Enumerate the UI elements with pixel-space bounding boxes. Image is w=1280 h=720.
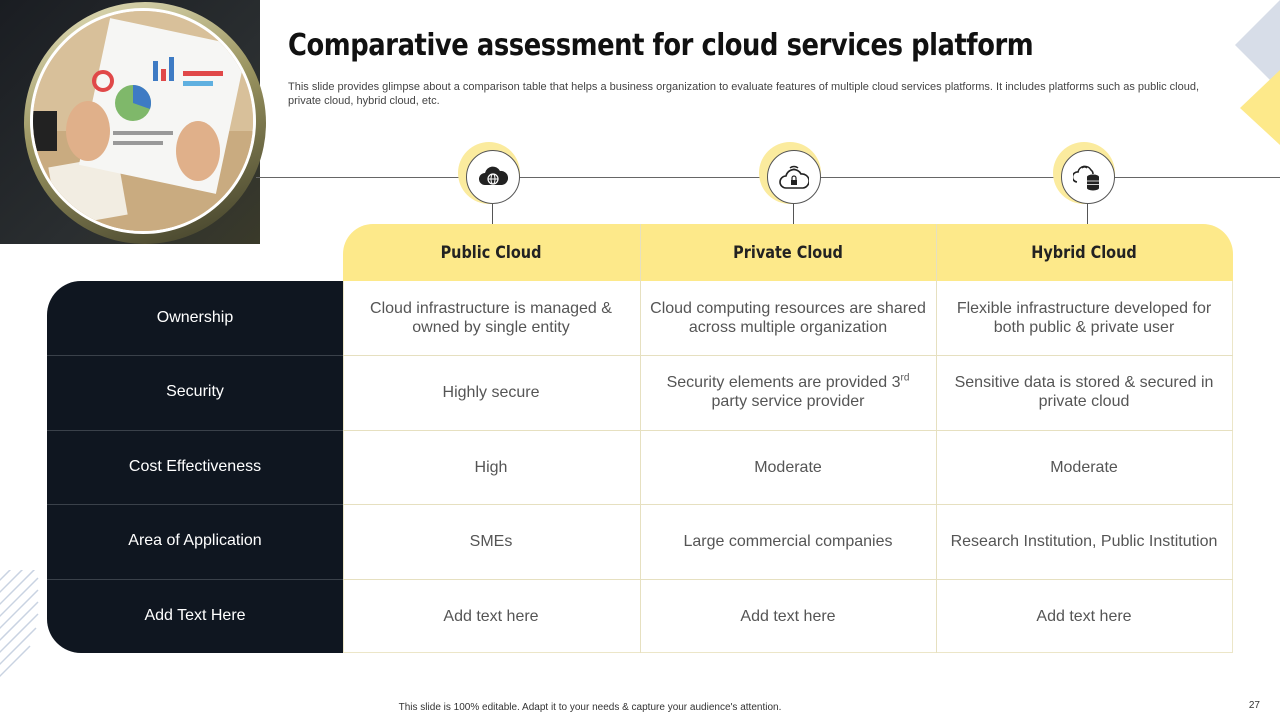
- table-cell: SMEs: [469, 532, 513, 550]
- row-label-security: Security: [166, 383, 224, 400]
- table-cell: Sensitive data is stored & secured in pr…: [954, 374, 1214, 410]
- table-cell: Moderate: [1050, 458, 1118, 476]
- cloud-database-icon: [1073, 165, 1099, 191]
- row-label-cost-effectiveness: Cost Effectiveness: [128, 458, 262, 475]
- public-cloud-icon-badge: [458, 142, 524, 224]
- row-divider: [343, 355, 1233, 356]
- column-header-public-cloud: Public Cloud: [440, 242, 542, 263]
- row-divider: [343, 504, 1233, 505]
- row-divider: [343, 430, 1233, 431]
- decorative-stripes: [0, 570, 39, 678]
- cell-text: Security elements are provided 3: [666, 374, 901, 391]
- row-divider: [47, 355, 343, 356]
- row-divider: [47, 430, 343, 431]
- column-divider: [640, 224, 641, 653]
- cloud-globe-icon: [479, 166, 508, 185]
- row-divider: [47, 579, 343, 580]
- row-label-panel: [47, 281, 343, 653]
- decorative-diamonds: [1235, 0, 1280, 145]
- table-cell: Security elements are provided 3rd party…: [640, 355, 936, 429]
- table-cell: Flexible infrastructure developed for bo…: [956, 300, 1212, 336]
- table-cell: Highly secure: [442, 383, 540, 401]
- hybrid-cloud-icon-badge: [1053, 142, 1119, 224]
- column-header-private-cloud: Private Cloud: [733, 242, 843, 263]
- table-cell: Add text here: [443, 607, 539, 625]
- table-cell: Add text here: [1036, 607, 1132, 625]
- table-cell: Research Institution, Public Institution: [950, 532, 1218, 550]
- row-label-add-text: Add Text Here: [144, 607, 246, 624]
- column-divider: [936, 224, 937, 653]
- table-cell: Add text here: [740, 607, 836, 625]
- table-cell: Large commercial companies: [683, 532, 893, 550]
- table-cell: Cloud computing resources are shared acr…: [650, 300, 926, 336]
- table-cell: Cloud infrastructure is managed & owned …: [370, 300, 612, 336]
- table-body: [343, 281, 1233, 653]
- hands-holding-report-photo: [30, 8, 256, 234]
- row-label-area-of-application: Area of Application: [128, 532, 262, 549]
- slide-title: Comparative assessment for cloud service…: [288, 28, 1034, 63]
- cell-text: party service provider: [711, 393, 865, 410]
- row-divider: [343, 579, 1233, 580]
- ordinal-suffix: rd: [900, 372, 910, 384]
- row-label-ownership: Ownership: [156, 309, 234, 326]
- table-cell: Moderate: [754, 458, 822, 476]
- page-number: 27: [1248, 700, 1260, 711]
- row-divider: [47, 504, 343, 505]
- footer-text: This slide is 100% editable. Adapt it to…: [398, 702, 782, 713]
- slide-subtitle: This slide provides glimpse about a comp…: [288, 81, 1200, 107]
- private-cloud-icon-badge: [759, 142, 825, 224]
- slide-footer: This slide is 100% editable. Adapt it to…: [0, 702, 1280, 713]
- column-header-hybrid-cloud: Hybrid Cloud: [1031, 242, 1137, 263]
- table-cell: High: [474, 458, 508, 476]
- table-header-band: [343, 224, 1233, 281]
- cloud-lock-wifi-icon: [779, 165, 809, 189]
